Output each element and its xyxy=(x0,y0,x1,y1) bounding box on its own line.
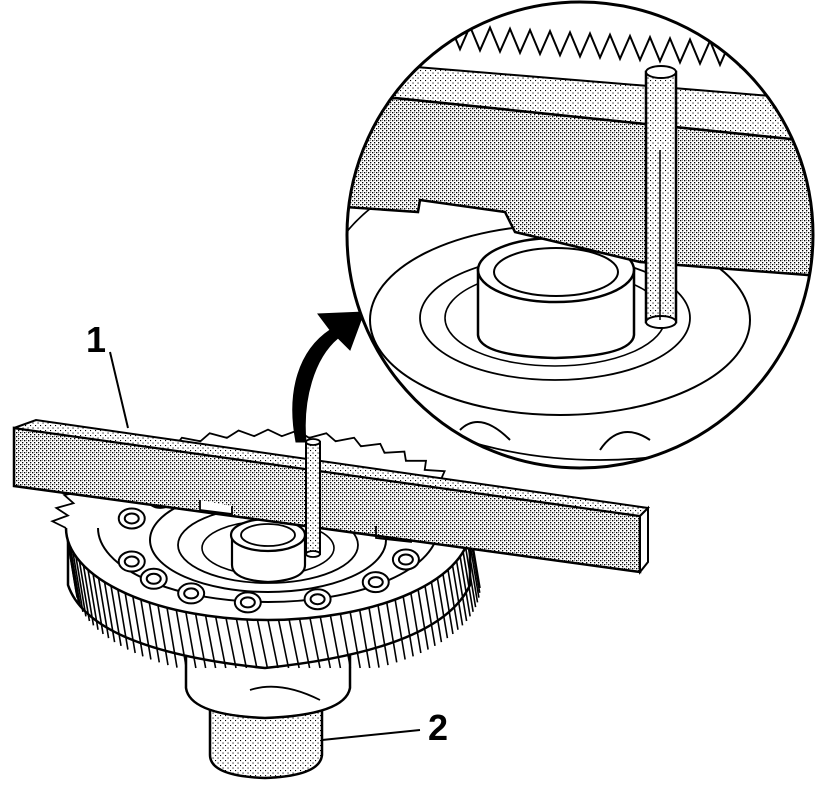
gear-tooth xyxy=(319,616,332,669)
gear-tooth xyxy=(124,592,136,654)
gear-tooth xyxy=(204,615,217,669)
gear-tooth xyxy=(417,589,429,650)
gear-tooth xyxy=(288,619,300,669)
bolt-head xyxy=(117,507,146,530)
gear-tooth xyxy=(166,607,178,668)
callout-1-label: 1 xyxy=(86,319,107,360)
gear-tooth xyxy=(358,609,371,669)
gear-tooth xyxy=(132,596,144,657)
gear-tooth xyxy=(194,613,207,669)
gear-tooth xyxy=(148,602,161,663)
gear-tooth xyxy=(462,551,474,612)
gear-tooth xyxy=(92,573,104,635)
gear-tooth xyxy=(424,585,436,647)
gear-tooth xyxy=(339,613,352,669)
gear-tooth xyxy=(87,569,99,630)
gear-tooth xyxy=(78,560,91,622)
gear-tooth xyxy=(451,565,464,626)
gear-tooth xyxy=(459,556,471,617)
callout-2-label: 2 xyxy=(428,707,449,748)
differential-assembly xyxy=(12,418,651,780)
bolt-head xyxy=(303,588,332,611)
detail-inset xyxy=(345,0,815,470)
gear-tooth xyxy=(67,542,80,603)
bolt-head xyxy=(233,591,262,614)
gear-tooth xyxy=(72,551,84,612)
gear-tooth xyxy=(185,611,197,669)
bearing-boss xyxy=(229,517,307,584)
bolt-head xyxy=(139,567,168,590)
bolt-head xyxy=(361,571,390,594)
gear-tooth xyxy=(394,599,406,660)
gear-tooth xyxy=(110,585,122,647)
gear-tooth xyxy=(402,596,414,657)
gear-tooth xyxy=(447,569,459,630)
gear-tooth xyxy=(246,619,258,669)
bolt-head xyxy=(391,548,420,571)
gear-tooth xyxy=(256,619,269,669)
gear-tooth xyxy=(214,616,227,669)
gear-tooth xyxy=(225,617,237,669)
gear-tooth xyxy=(430,581,443,643)
gear-tooth xyxy=(455,560,468,622)
gear-tooth xyxy=(267,619,279,669)
gear-tooth xyxy=(309,617,321,669)
gear-tooth xyxy=(410,592,422,654)
gear-tooth xyxy=(464,546,477,608)
gear-tooth xyxy=(235,618,248,669)
callout-2-leader xyxy=(321,729,421,741)
callout-1-leader xyxy=(109,351,129,429)
gear-tooth xyxy=(82,565,95,626)
gear-tooth xyxy=(368,607,380,668)
gear-tooth xyxy=(175,609,188,669)
gear-tooth xyxy=(466,542,479,603)
gear-tooth xyxy=(69,546,82,608)
measuring-pin xyxy=(305,438,321,558)
gear-tooth xyxy=(140,599,152,660)
gear-tooth xyxy=(329,615,342,669)
gear-tooth xyxy=(385,602,398,663)
gear-tooth xyxy=(75,556,87,617)
gear-tooth xyxy=(157,605,169,666)
gear-tooth xyxy=(436,577,449,639)
gear-tooth xyxy=(97,577,110,639)
gear-tooth xyxy=(277,619,290,669)
gear-tooth xyxy=(349,611,361,669)
gear-tooth xyxy=(442,573,454,635)
differential-case-lower xyxy=(184,653,352,780)
gear-tooth xyxy=(377,605,389,666)
straight-edge xyxy=(12,418,651,575)
gear-tooth xyxy=(103,581,116,643)
bolt-head xyxy=(117,550,146,573)
gear-tooth xyxy=(117,589,129,650)
gear-tooth xyxy=(298,618,311,669)
bolt-head xyxy=(177,582,206,605)
gear-teeth xyxy=(65,527,481,669)
detail-arrow xyxy=(292,311,365,443)
